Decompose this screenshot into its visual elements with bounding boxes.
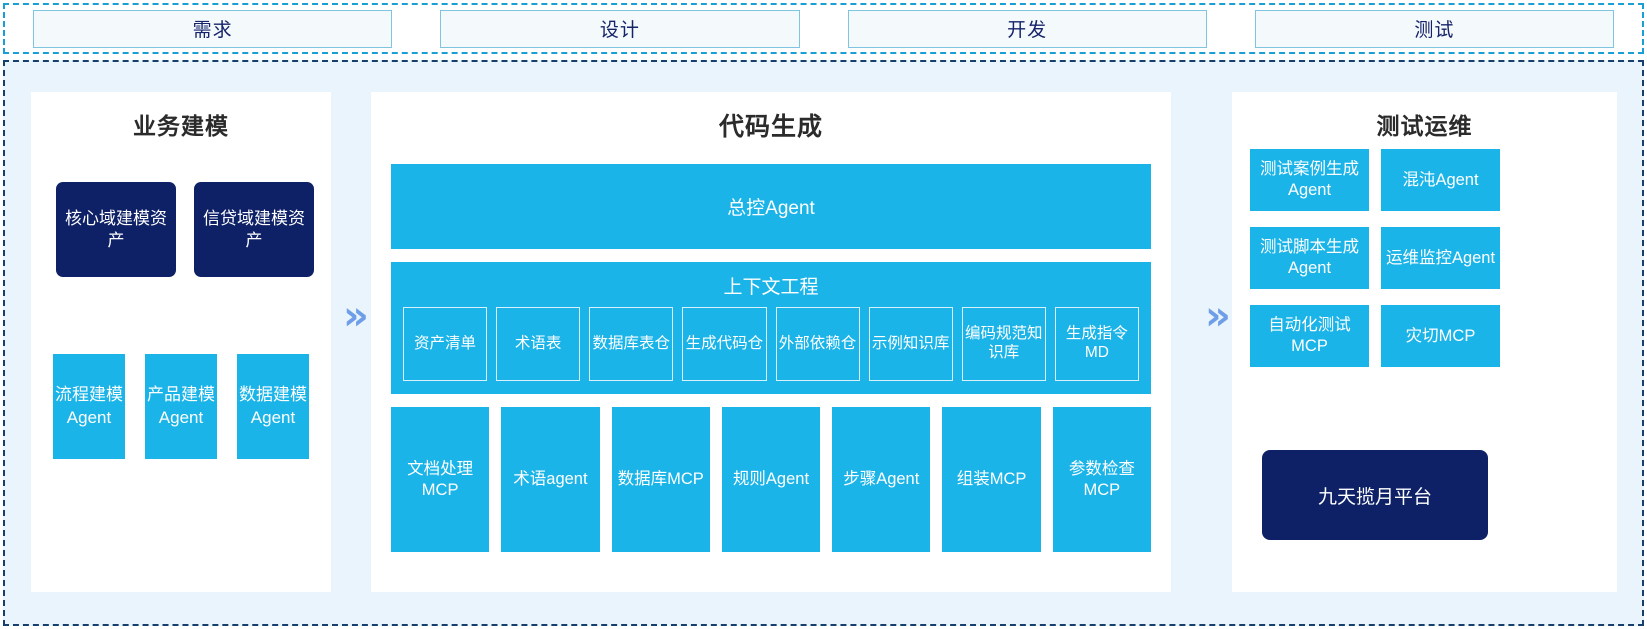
context-item-example-knowledge-base[interactable]: 示例知识库 [868,307,953,381]
platform-label: 九天揽月平台 [1317,486,1432,508]
context-item-label: 生成指令MD [1065,325,1128,361]
panel-test-operations: 测试运维 测试案例生成Agent 混沌Agent 测试脚本生成Agent 运维监 [1232,92,1617,592]
context-item-label: 编码规范知识库 [965,325,1043,361]
master-control-agent-label: 总控Agent [727,198,815,219]
context-item-label: 生成代码仓 [685,334,764,352]
context-item-label: 示例知识库 [871,334,950,352]
tool-document-processing-mcp[interactable]: 文档处理MCP [391,407,490,552]
test-ops-label: 自动化测试MCP [1268,316,1351,355]
agent-process-modeling[interactable]: 流程建模Agent [53,354,125,459]
stage-box-requirements[interactable]: 需求 [33,9,393,48]
tool-automated-test-mcp[interactable]: 自动化测试MCP [1250,305,1369,367]
tool-step-agent[interactable]: 步骤Agent [832,407,931,552]
context-item-label: 外部依赖仓 [778,334,857,352]
agent-product-modeling[interactable]: 产品建模Agent [145,354,217,459]
context-item-db-table-repo[interactable]: 数据库表仓 [589,307,674,381]
asset-core-domain[interactable]: 核心域建模资产 [56,182,176,277]
tool-row: 文档处理MCP 术语agent 数据库MCP 规则Agent 步骤Agent 组… [391,407,1151,552]
test-ops-label: 灾切MCP [1405,326,1476,345]
context-item-external-dependency-repo[interactable]: 外部依赖仓 [775,307,860,381]
panel-business-modeling: 业务建模 核心域建模资产 信贷域建模资产 流程建模Agent 产品建模Agent… [31,92,331,592]
panel-title-code-generation: 代码生成 [718,113,823,141]
context-item-glossary[interactable]: 术语表 [496,307,581,381]
agent-test-script-generation[interactable]: 测试脚本生成Agent [1250,227,1369,289]
context-item-label: 数据库表仓 [592,334,671,352]
test-ops-label: 混沌Agent [1402,170,1479,189]
stage-label: 测试 [1414,20,1455,41]
asset-label: 核心域建模资产 [65,209,167,250]
tool-parameter-check-mcp[interactable]: 参数检查MCP [1052,407,1151,552]
context-item-asset-list[interactable]: 资产清单 [403,307,488,381]
stage-label: 设计 [599,20,640,41]
chevron-right-icon-right: » [1205,293,1231,339]
asset-credit-domain[interactable]: 信贷域建模资产 [194,182,314,277]
context-item-generation-instruction-md[interactable]: 生成指令MD [1054,307,1139,381]
panel-code-generation: 代码生成 总控Agent 上下文工程 资产清单 术语表 数据库表仓 [371,92,1171,592]
test-ops-row: 自动化测试MCP 灾切MCP [1250,305,1500,367]
tool-label: 步骤Agent [843,470,920,489]
context-item-generated-code-repo[interactable]: 生成代码仓 [682,307,767,381]
context-item-label: 资产清单 [414,334,477,352]
agent-label: 数据建模Agent [239,385,307,427]
stage-box-testing[interactable]: 测试 [1254,9,1614,48]
stage-band: 需求 设计 开发 测试 [3,3,1644,54]
context-item-coding-standard-knowledge-base[interactable]: 编码规范知识库 [961,307,1046,381]
stage-label: 开发 [1007,20,1048,41]
agent-label: 产品建模Agent [147,385,215,427]
context-engineering-title: 上下文工程 [723,277,819,298]
agent-chaos[interactable]: 混沌Agent [1381,149,1500,211]
main-band: 业务建模 核心域建模资产 信贷域建模资产 流程建模Agent 产品建模Agent… [3,60,1644,626]
agent-label: 流程建模Agent [55,385,123,427]
tool-label: 规则Agent [732,470,810,489]
tool-label: 参数检查MCP [1068,459,1135,499]
tool-assembly-mcp[interactable]: 组装MCP [942,407,1041,552]
tool-label: 术语agent [513,470,588,489]
test-ops-row: 测试案例生成Agent 混沌Agent [1250,149,1500,211]
tool-label: 组装MCP [956,470,1027,489]
tool-label: 数据库MCP [617,470,704,489]
platform-jiutian-lanyue[interactable]: 九天揽月平台 [1262,450,1488,540]
panel-title-business-modeling: 业务建模 [133,113,229,139]
test-ops-row: 测试脚本生成Agent 运维监控Agent [1250,227,1500,289]
tool-database-mcp[interactable]: 数据库MCP [611,407,710,552]
test-ops-label: 测试脚本生成Agent [1260,238,1359,277]
chevron-right-icon-left: » [343,293,369,339]
context-engineering-group: 上下文工程 资产清单 术语表 数据库表仓 生成代码仓 外部依赖仓 [391,262,1151,394]
agent-data-modeling[interactable]: 数据建模Agent [237,354,309,459]
stage-label: 需求 [192,20,233,41]
master-control-agent[interactable]: 总控Agent [391,164,1151,249]
tool-label: 文档处理MCP [407,459,474,499]
tool-glossary-agent[interactable]: 术语agent [501,407,600,552]
context-item-label: 术语表 [514,334,562,352]
agent-ops-monitoring[interactable]: 运维监控Agent [1381,227,1500,289]
test-ops-label: 测试案例生成Agent [1260,160,1359,199]
tool-disaster-recovery-mcp[interactable]: 灾切MCP [1381,305,1500,367]
test-ops-label: 运维监控Agent [1385,248,1496,267]
asset-label: 信贷域建模资产 [203,209,305,250]
stage-box-development[interactable]: 开发 [847,9,1207,48]
test-ops-grid: 测试案例生成Agent 混沌Agent 测试脚本生成Agent 运维监控Agen… [1250,149,1500,383]
stage-box-design[interactable]: 设计 [440,9,800,48]
context-item-row: 资产清单 术语表 数据库表仓 生成代码仓 外部依赖仓 示例知 [403,307,1139,381]
tool-rule-agent[interactable]: 规则Agent [721,407,821,552]
panel-title-test-operations: 测试运维 [1376,113,1473,139]
agent-test-case-generation[interactable]: 测试案例生成Agent [1250,149,1369,211]
